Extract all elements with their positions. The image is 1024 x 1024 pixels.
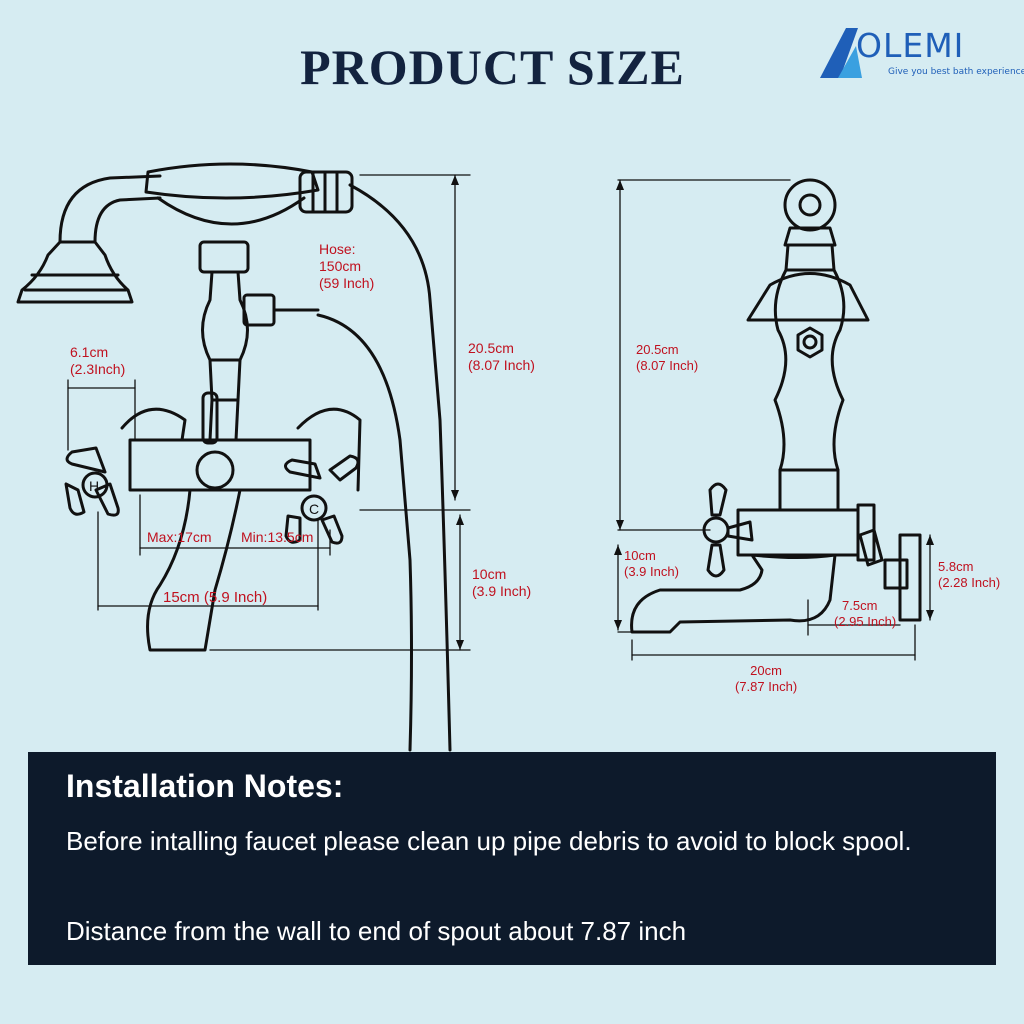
- faucet-column: [201, 270, 249, 442]
- installation-notes-panel: Installation Notes: Before intalling fau…: [28, 752, 996, 965]
- flange-label: 5.8cm (2.28 Inch): [938, 559, 1001, 590]
- hot-handle-letter: H: [89, 478, 99, 494]
- brand-a-icon: [820, 28, 862, 78]
- hot-handle: [64, 446, 120, 517]
- min-spread-label: Min:13.5cm: [241, 529, 314, 545]
- handle-width-label: 6.1cm (2.3Inch): [70, 344, 126, 377]
- side-height-label: 20.5cm (8.07 Inch): [636, 342, 699, 373]
- side-view-faucet: [630, 178, 922, 634]
- handset-grip: [144, 162, 320, 200]
- spout: [146, 488, 242, 652]
- front-width-label: 15cm (5.9 Inch): [163, 589, 268, 606]
- wall-offset-label: 7.5cm (2.95 Inch): [834, 598, 897, 629]
- max-spread-label: Max:17cm: [147, 529, 212, 545]
- notes-heading: Installation Notes:: [66, 768, 344, 804]
- notes-line-1: Before intalling faucet please clean up …: [66, 826, 912, 856]
- brand-name: OLEMI: [856, 26, 965, 65]
- hose-label: Hose: 150cm (59 Inch): [319, 241, 375, 291]
- notes-line-2: Distance from the wall to end of spout a…: [66, 916, 687, 946]
- front-spout-height-label: 10cm (3.9 Inch): [472, 566, 532, 599]
- front-height-label: 20.5cm (8.07 Inch): [468, 340, 535, 373]
- shower-head: [16, 240, 134, 304]
- cold-handle: [284, 454, 360, 545]
- side-depth-label: 20cm (7.87 Inch): [735, 663, 798, 694]
- side-spout-height-label: 10cm (3.9 Inch): [624, 548, 679, 579]
- brand-logo: OLEMI Give you best bath experience: [816, 20, 1024, 90]
- handset-arm: [58, 174, 162, 244]
- brand-tagline: Give you best bath experience: [888, 67, 1024, 77]
- page-title: PRODUCT SIZE: [300, 39, 685, 95]
- faucet-body: [128, 438, 312, 492]
- cold-handle-letter: C: [309, 501, 319, 517]
